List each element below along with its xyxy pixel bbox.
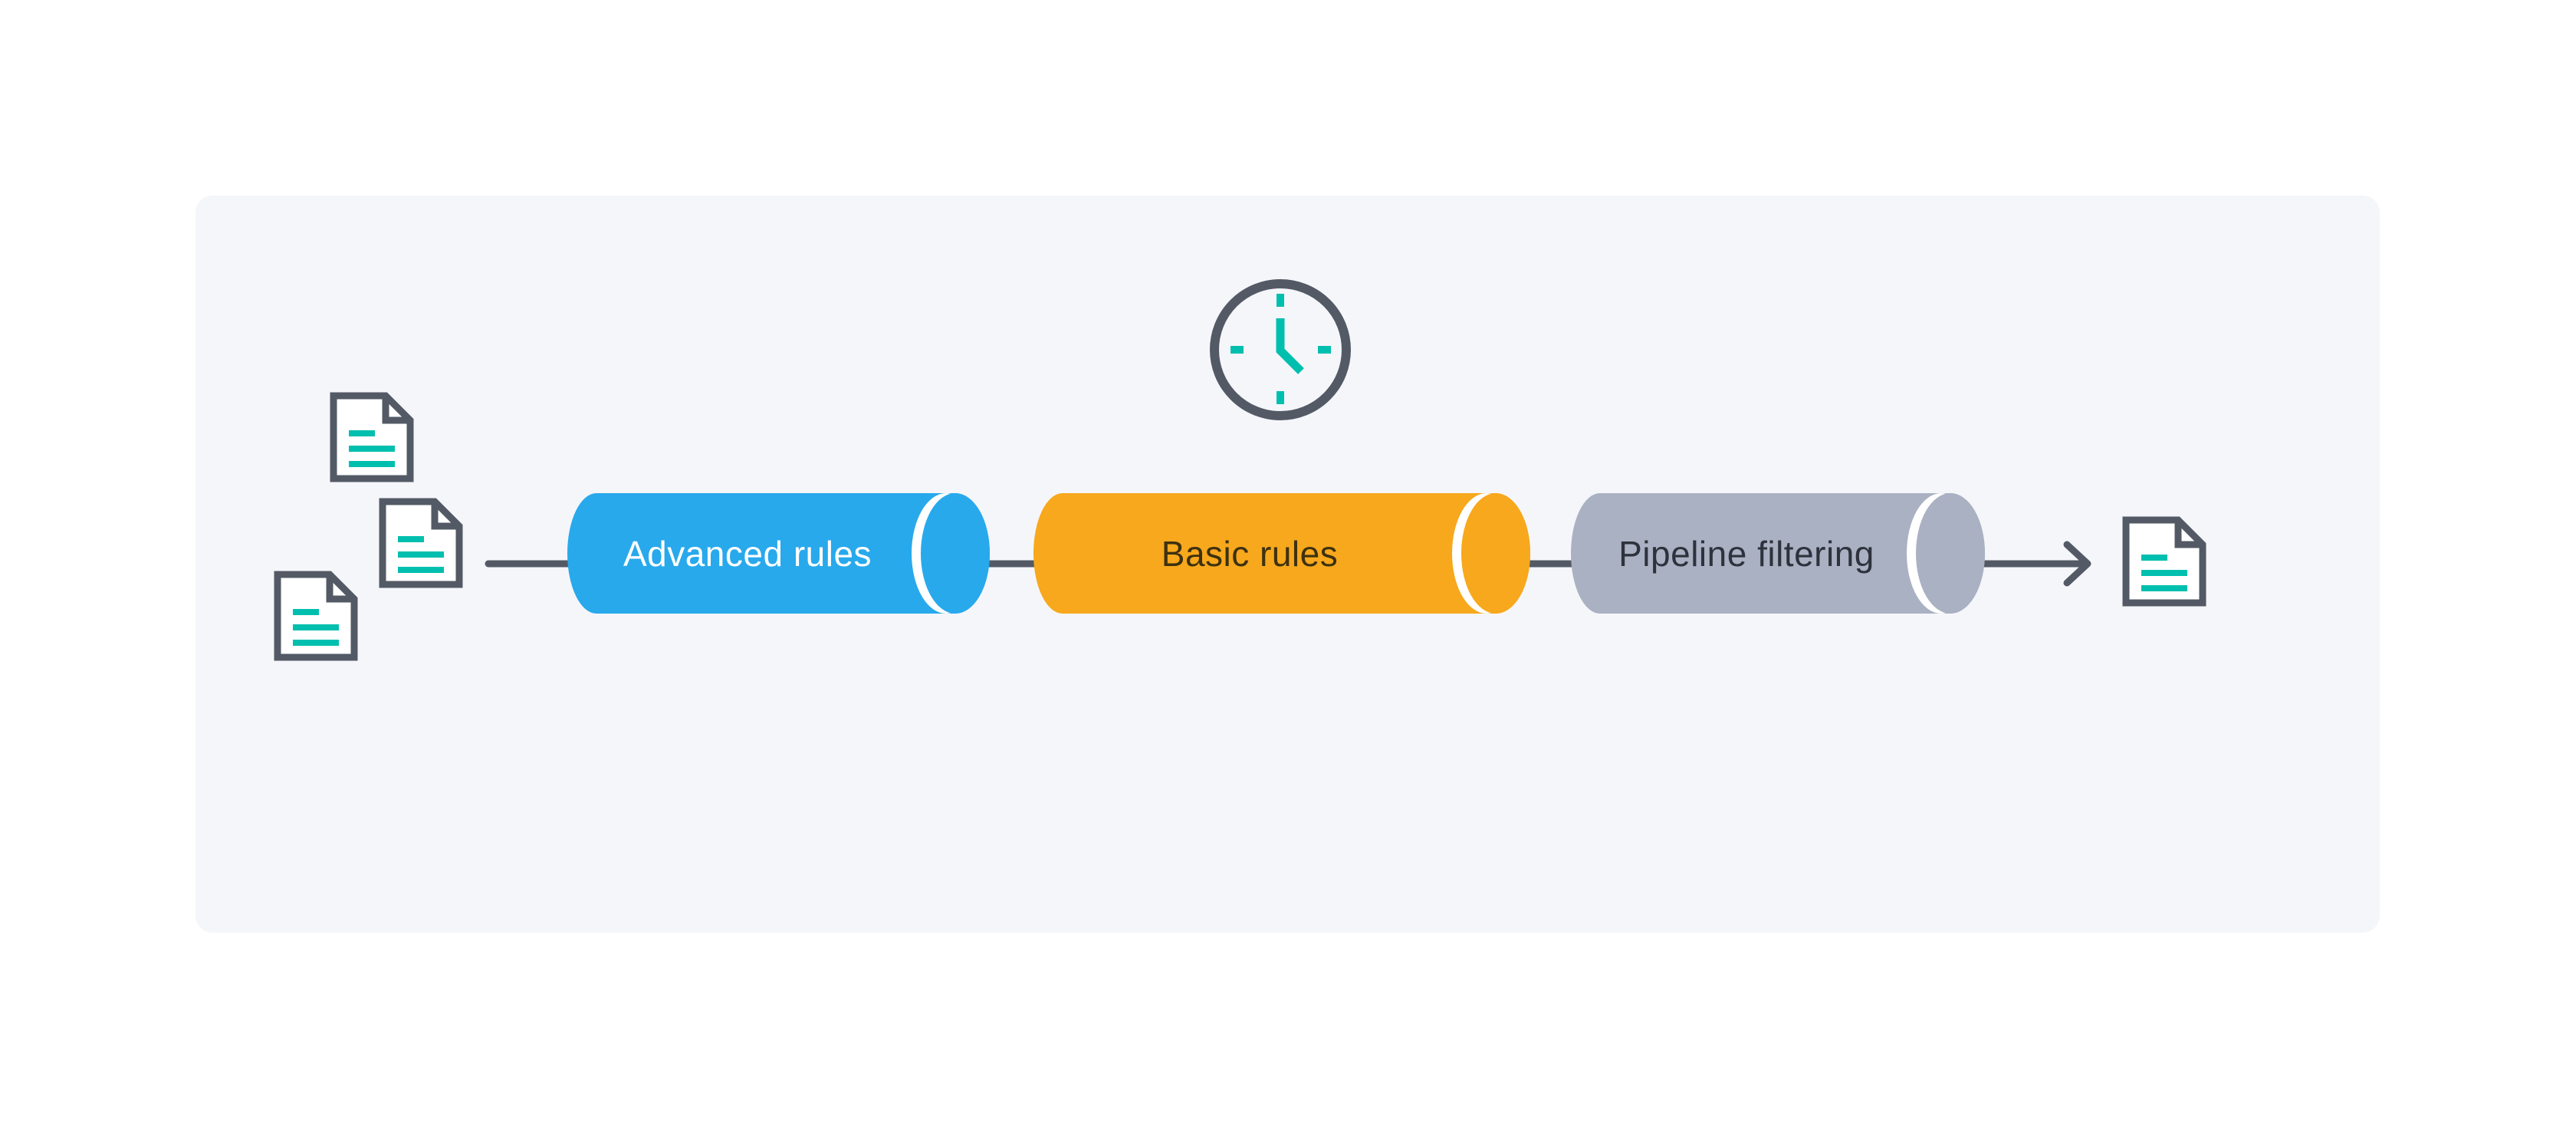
clock-tick-3 <box>1318 346 1331 354</box>
stage-label: Advanced rules <box>623 534 872 574</box>
clock-face <box>1210 279 1351 420</box>
clock-tick-6 <box>1276 391 1284 404</box>
clock-tick-12 <box>1276 294 1284 307</box>
stage-cap <box>1916 493 1985 614</box>
stage-cap <box>921 493 990 614</box>
document-icon <box>334 396 410 479</box>
clock-tick-9 <box>1230 346 1244 354</box>
document-icon <box>383 502 459 584</box>
stage-advanced-rules: Advanced rules <box>567 493 991 614</box>
stage-body <box>567 493 991 614</box>
stage-label: Pipeline filtering <box>1618 534 1875 574</box>
stage-body <box>1033 493 1530 614</box>
stage-cap <box>1461 493 1530 614</box>
stage-pipeline-filtering: Pipeline filtering <box>1571 493 1985 614</box>
stage-body <box>1571 493 1985 614</box>
arrow-right-icon <box>2063 541 2091 587</box>
document-icon <box>2126 520 2203 603</box>
stage-label: Basic rules <box>1162 534 1338 574</box>
document-icon <box>278 574 354 657</box>
clock-hands <box>1276 318 1304 374</box>
clock-icon <box>1210 279 1351 420</box>
stage-basic-rules: Basic rules <box>1033 493 1530 614</box>
